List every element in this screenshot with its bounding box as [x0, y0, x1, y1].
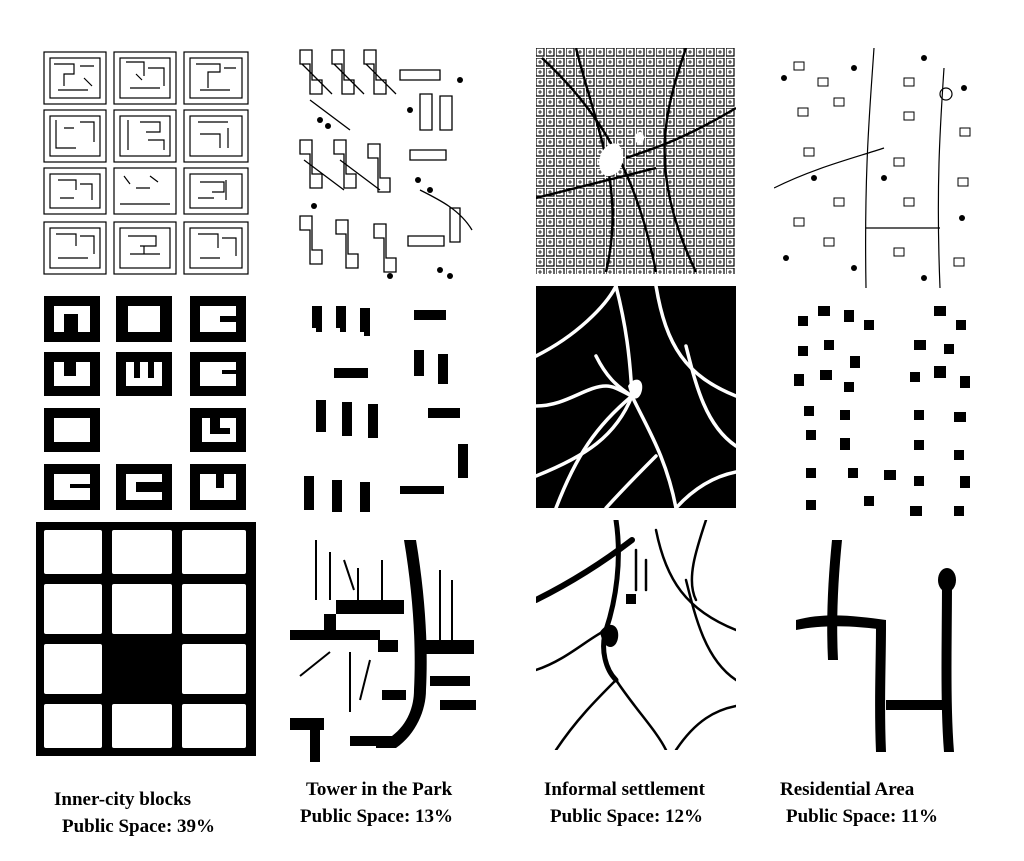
- caption-tower-park: Tower in the Park Public Space: 13%: [300, 776, 453, 830]
- caption-stat: Public Space: 13%: [300, 806, 454, 827]
- tower-park-sketch: [290, 40, 480, 288]
- fg-block: [190, 464, 246, 510]
- residential-figure-ground: [784, 300, 974, 530]
- fg-block: [44, 352, 100, 396]
- fg-tower: [312, 306, 370, 336]
- residential-public-space: [796, 540, 972, 752]
- caption-residential: Residential Area Public Space: 11%: [780, 776, 938, 830]
- fg-block: [44, 464, 100, 510]
- fg-block: [116, 464, 172, 510]
- fg-block: [190, 352, 246, 396]
- caption-stat: Public Space: 11%: [786, 806, 939, 827]
- fg-block: [190, 296, 246, 342]
- tower-park-public-space: [290, 540, 480, 762]
- sketch-block-row-1: [43, 51, 249, 105]
- caption-title: Inner-city blocks: [54, 789, 192, 810]
- fg-block: [116, 352, 172, 396]
- caption-inner-city: Inner-city blocks Public Space: 39%: [54, 786, 215, 840]
- inner-city-sketch: [40, 48, 254, 278]
- fg-block: [116, 296, 172, 342]
- informal-public-space: [536, 520, 736, 750]
- fg-block: [190, 408, 246, 452]
- residential-sketch: [774, 48, 974, 288]
- caption-informal: Informal settlement Public Space: 12%: [544, 776, 705, 830]
- informal-figure-ground: [536, 286, 736, 508]
- caption-title: Tower in the Park: [306, 779, 453, 800]
- sketch-block-row-2: [43, 109, 249, 163]
- inner-city-figure-ground: [40, 292, 254, 514]
- tower-park-figure-ground: [298, 300, 488, 512]
- open-plaza: [599, 143, 624, 177]
- caption-title: Informal settlement: [544, 779, 705, 800]
- inner-city-public-space: [36, 522, 256, 756]
- fg-block: [44, 296, 100, 342]
- fg-block: [44, 408, 100, 452]
- caption-stat: Public Space: 39%: [62, 816, 216, 837]
- caption-stat: Public Space: 12%: [550, 806, 704, 827]
- sketch-block-row-4: [43, 221, 249, 275]
- informal-sketch: [536, 48, 736, 274]
- sketch-block-row-3: [43, 167, 249, 215]
- caption-title: Residential Area: [780, 779, 915, 800]
